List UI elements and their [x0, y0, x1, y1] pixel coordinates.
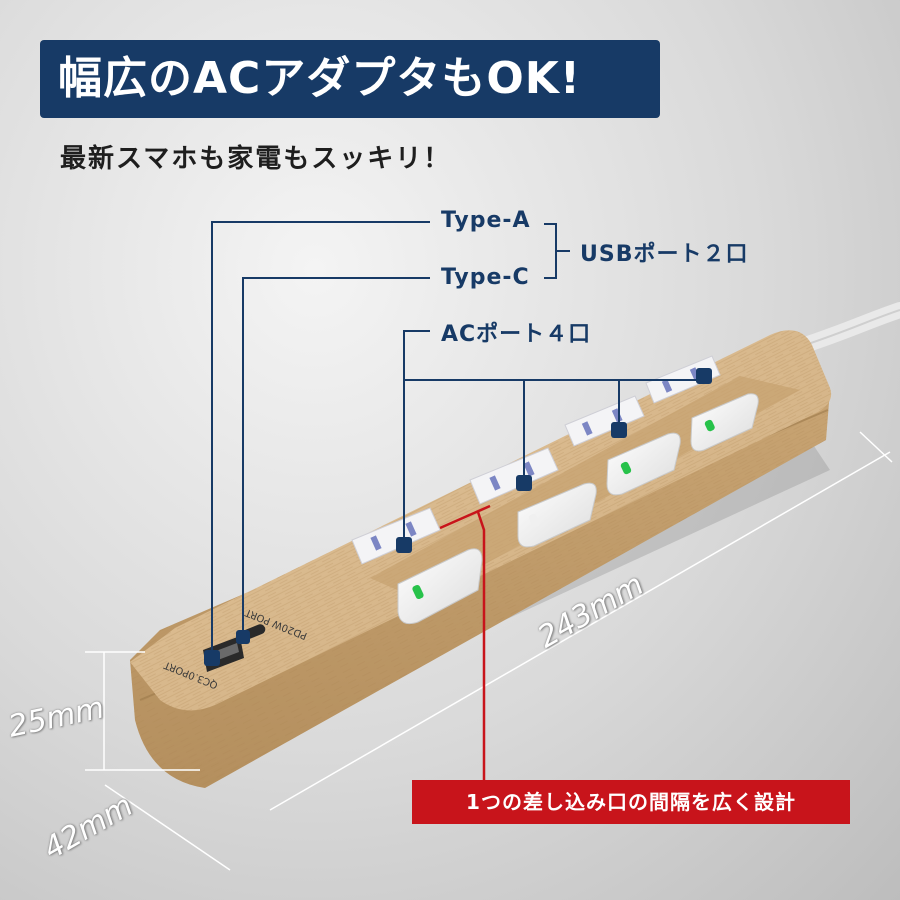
- type-a-callout: Type-A: [441, 208, 531, 233]
- spacing-leader: [476, 511, 486, 782]
- type-c-leader: [242, 277, 430, 636]
- type-c-callout: Type-C: [441, 265, 530, 290]
- length-tick-right: [859, 431, 893, 463]
- length-dimension-line: [269, 451, 891, 811]
- rocker-switch-2: [517, 482, 597, 548]
- rocker-switch-4: [690, 393, 759, 452]
- headline-banner: 幅広のACアダプタもOK!: [40, 40, 660, 118]
- callout-leaders: [211, 221, 705, 658]
- spacing-feature-label: 1つの差し込み口の間隔を広く設計: [412, 780, 850, 824]
- led-indicator-1: [412, 584, 424, 600]
- led-indicator-3: [620, 461, 632, 475]
- type-a-leader: [211, 221, 430, 658]
- spacing-indicator: [439, 504, 491, 782]
- usb-bracket: [544, 223, 557, 279]
- dimension-lines: [85, 431, 893, 871]
- callout-markers: [204, 368, 712, 666]
- width-dimension-line: [104, 784, 231, 871]
- ac-leader-main: [403, 330, 430, 545]
- ac-outlet-2: [469, 447, 559, 505]
- ac-ports-callout: ACポート４口: [441, 322, 592, 347]
- power-cord-shade: [804, 309, 900, 346]
- usb-ports-callout: USBポート２口: [580, 242, 749, 267]
- led-indicator-4: [704, 419, 715, 432]
- subheadline: 最新スマホも家電もスッキリ！: [60, 144, 452, 174]
- rocker-switch-3: [606, 432, 681, 496]
- led-indicator-2: [528, 513, 540, 528]
- spacing-bar: [439, 504, 491, 530]
- rocker-switch-1: [397, 548, 483, 625]
